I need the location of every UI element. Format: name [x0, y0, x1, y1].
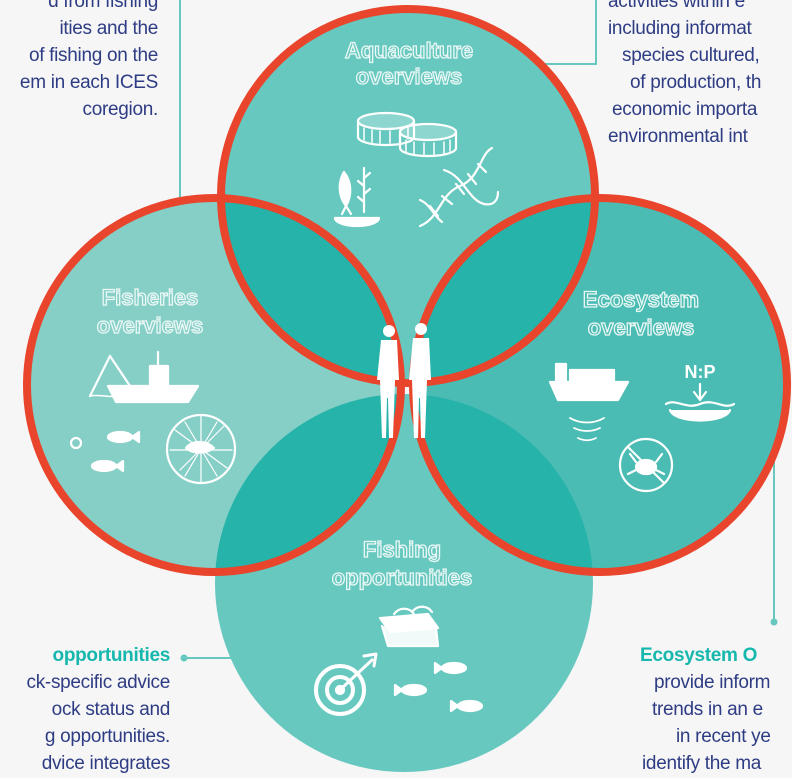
right-top-text-line: economic importa — [612, 99, 758, 120]
ecosystem-label-line1: Ecosystem — [583, 287, 699, 312]
left-top-text: d from fishing ities and the of fishing … — [20, 0, 158, 123]
left-top-text-line: coregion. — [82, 99, 159, 120]
fisheries-label-line1: Fisheries — [102, 285, 199, 310]
fish-school-icon — [393, 661, 484, 713]
ecosystem-label-line2: overviews — [588, 315, 694, 340]
overlap-aq-fi — [221, 198, 401, 383]
nutrient-ratio-icon: N:P — [664, 362, 736, 422]
right-bottom-text-line: identify the ma — [642, 753, 762, 774]
connector-dot — [180, 654, 188, 662]
right-bottom-text-line: provide inform — [654, 672, 771, 693]
fishing-net-icon — [165, 413, 237, 485]
left-bottom-text-line: ck-specific advice — [26, 672, 171, 693]
aquaculture-label-line2: overviews — [356, 64, 462, 89]
left-top-text-line: ities and the — [59, 18, 158, 39]
left-bottom-text: opportunities ck-specific advice ock sta… — [26, 642, 171, 777]
target-icon — [314, 652, 378, 716]
fishing-label-line1: Fishing — [363, 537, 441, 562]
aquaculture-label-line1: Aquaculture — [345, 38, 473, 63]
right-bottom-text-line: trends in an e — [652, 699, 763, 720]
connector-right-top — [528, 0, 597, 65]
fish-icon — [69, 430, 141, 473]
fishing-vessel-icon — [88, 350, 200, 404]
fisheries-ring — [23, 194, 405, 576]
connector-dot — [770, 618, 778, 626]
left-bottom-text-line: ock status and — [51, 699, 171, 720]
dna-icon — [418, 146, 500, 228]
right-top-text: activities within e including informat s… — [608, 0, 761, 150]
overlap-aq-ec — [413, 198, 595, 383]
right-top-text-line: including informat — [608, 18, 752, 39]
right-bottom-heading: Ecosystem O — [640, 645, 758, 666]
right-bottom-text-line: in recent ye — [676, 726, 771, 747]
fish-box-icon — [378, 605, 440, 648]
fisheries-label-line2: overviews — [97, 313, 203, 338]
cargo-ship-icon — [548, 362, 630, 442]
right-top-text-line: species cultured, — [622, 45, 760, 66]
left-top-text-line: em in each ICES — [19, 72, 158, 93]
overlap-fo-fi — [215, 394, 401, 572]
right-top-text-line: environmental int — [608, 126, 748, 147]
right-top-text-line: of production, th — [630, 72, 762, 93]
left-top-text-line: of fishing on the — [28, 45, 158, 66]
right-top-text-line: activities within e — [608, 0, 745, 12]
left-top-text-line: d from fishing — [48, 0, 158, 12]
fish-and-seaweed-icon — [333, 166, 381, 228]
np-label: N:P — [685, 362, 716, 382]
overlap-fo-ec — [413, 394, 593, 572]
people-icon — [377, 323, 431, 438]
fishing-label-line2: opportunities — [332, 565, 473, 590]
right-bottom-text: Ecosystem O provide inform trends in an … — [640, 642, 771, 777]
left-bottom-heading: opportunities — [52, 645, 171, 666]
left-bottom-text-line: g opportunities. — [44, 726, 170, 747]
no-crab-icon — [618, 437, 674, 493]
left-bottom-text-line: dvice integrates — [41, 753, 171, 774]
fish-cage-icon — [356, 111, 458, 158]
